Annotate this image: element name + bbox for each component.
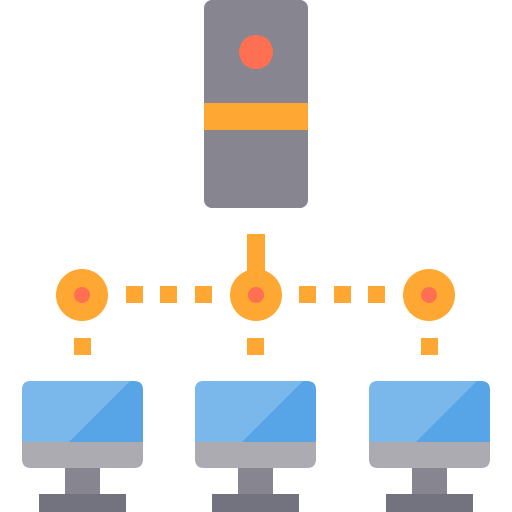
- monitor-icon: [369, 381, 490, 512]
- drop-link: [247, 338, 264, 355]
- drop-link: [74, 338, 91, 355]
- monitor-chin: [369, 442, 490, 468]
- link-dash: [126, 286, 143, 303]
- monitor-stand: [65, 468, 100, 494]
- dotted-link-right: [299, 286, 385, 303]
- monitor-stand: [238, 468, 273, 494]
- monitor-screen-highlight: [369, 381, 477, 442]
- monitor-icon: [22, 381, 143, 512]
- node-inner: [421, 287, 437, 303]
- node-inner: [248, 287, 264, 303]
- dotted-link-left: [126, 286, 212, 303]
- monitor-screen-highlight: [22, 381, 130, 442]
- monitor-stand: [412, 468, 447, 494]
- monitor-foot: [212, 494, 299, 512]
- link-dash: [299, 286, 316, 303]
- monitor-foot: [386, 494, 473, 512]
- drop-link: [421, 338, 438, 355]
- monitor-foot: [39, 494, 126, 512]
- link-dash: [368, 286, 385, 303]
- server-tower-icon: [204, 0, 308, 208]
- network-hub-icon: [230, 269, 282, 321]
- server-uplink: [247, 234, 265, 274]
- link-dash: [195, 286, 212, 303]
- monitor-icon: [195, 381, 316, 512]
- monitor-chin: [22, 442, 143, 468]
- link-dash: [160, 286, 177, 303]
- monitor-screen-highlight: [195, 381, 303, 442]
- server-band: [204, 103, 308, 130]
- network-node-icon: [403, 269, 455, 321]
- link-dash: [334, 286, 351, 303]
- network-node-icon: [56, 269, 108, 321]
- node-inner: [74, 287, 90, 303]
- monitor-chin: [195, 442, 316, 468]
- server-status-led: [239, 35, 273, 69]
